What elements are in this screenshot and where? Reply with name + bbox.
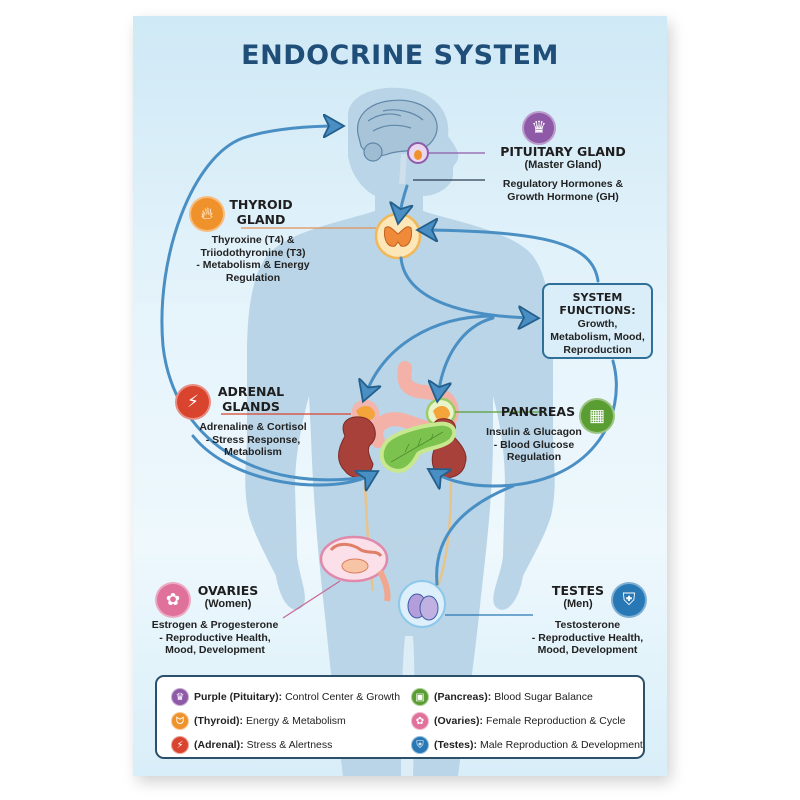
crown-icon: ♛ (171, 688, 189, 706)
thyroid-name-2: GLAND (236, 212, 286, 227)
cubes-icon: ▦ (579, 398, 615, 434)
pituitary-gland-marker (407, 142, 485, 181)
ovaries-desc-2: - Reproductive Health, (159, 631, 271, 644)
pancreas-label: PANCREAS (493, 404, 583, 419)
thyroid-desc-4: Regulation (225, 271, 281, 284)
left-kidney-adrenal (221, 399, 380, 478)
legend-key: Purple (Pituitary): (194, 691, 283, 703)
pancreas-name: PANCREAS (500, 404, 576, 419)
lightning-icon: ⚡︎ (171, 736, 189, 754)
system-functions-heading-2: FUNCTIONS: (559, 304, 636, 317)
thyroid-desc: Thyroxine (T4) & Triiodothyronine (T3) -… (183, 234, 323, 284)
legend-key: (Ovaries): (434, 715, 484, 727)
legend-key: (Thyroid): (194, 715, 243, 727)
ovaries-label: OVARIES (Women) (193, 583, 263, 611)
pancreas-desc-2: - Blood Glucose (493, 438, 575, 451)
thyroid-icon: ᗢ (171, 712, 189, 730)
legend-item-ovaries: ✿ (Ovaries): Female Reproduction & Cycle (411, 709, 643, 733)
ovaries-name: OVARIES (197, 583, 259, 598)
system-functions-desc-1: Growth, (577, 318, 618, 330)
legend-item-adrenal: ⚡︎ (Adrenal): Stress & Alertness (171, 733, 400, 757)
legend-item-pancreas: ▣ (Pancreas): Blood Sugar Balance (411, 685, 643, 709)
ovaries-marker (282, 535, 391, 619)
ovaries-desc-1: Estrogen & Progesterone (151, 619, 279, 631)
system-functions-box: SYSTEM FUNCTIONS: Growth, Metabolism, Mo… (542, 283, 653, 359)
legend-column-right: ▣ (Pancreas): Blood Sugar Balance ✿ (Ova… (411, 685, 643, 757)
system-functions-desc-3: Reproduction (563, 344, 632, 356)
testes-desc-3: Mood, Development (537, 644, 638, 656)
endocrine-poster: ENDOCRINE SYSTEM ♛ PITUITARY GLAND (Mast… (133, 16, 667, 776)
anatomy-illustration (160, 87, 618, 776)
adrenal-name-1: ADRENAL (217, 384, 285, 399)
ovaries-desc: Estrogen & Progesterone - Reproductive H… (145, 619, 285, 657)
lightning-icon: ⚡︎ (175, 384, 211, 420)
legend-text: Control Center & Growth (285, 691, 401, 703)
pituitary-desc-2: Growth Hormone (GH) (507, 190, 619, 203)
hormone-flow-arrows (160, 126, 618, 586)
flower-icon: ✿ (155, 582, 191, 618)
legend-key: (Adrenal): (194, 739, 244, 751)
testes-desc-2: - Reproductive Health, (531, 631, 644, 644)
system-functions-heading-1: SYSTEM (572, 291, 623, 304)
pituitary-label: PITUITARY GLAND (Master Gland) Regulator… (483, 144, 643, 203)
testes-name: TESTES (551, 583, 605, 598)
flower-icon: ✿ (411, 712, 429, 730)
ovaries-desc-3: Mood, Development (165, 644, 265, 656)
adrenal-desc-2: - Stress Response, (205, 433, 301, 446)
legend-key: (Pancreas): (434, 691, 492, 703)
brain (357, 99, 438, 184)
pancreas (379, 421, 457, 473)
thyroid-gland-marker (241, 212, 422, 260)
testes-label: TESTES (Men) (548, 583, 608, 611)
legend-text: Male Reproduction & Development (479, 739, 643, 751)
legend: ♛ Purple (Pituitary): Control Center & G… (155, 675, 645, 759)
thyroid-desc-2: Triiodothyronine (T3) (200, 246, 306, 259)
legend-text: Stress & Alertness (246, 739, 333, 751)
ovaries-subtitle: (Women) (204, 598, 252, 610)
flame-icon: 🔥︎ (189, 196, 225, 232)
legend-item-thyroid: ᗢ (Thyroid): Energy & Metabolism (171, 709, 400, 733)
pituitary-name: PITUITARY GLAND (500, 144, 626, 159)
pancreas-desc-3: Regulation (506, 451, 562, 463)
system-functions-desc-2: Metabolism, Mood, (550, 331, 645, 343)
testes-desc: Testosterone - Reproductive Health, Mood… (525, 619, 650, 657)
legend-text: Female Reproduction & Cycle (486, 715, 626, 727)
legend-key: (Testes): (434, 739, 477, 751)
adrenal-label: ADRENAL GLANDS (211, 384, 291, 414)
adrenal-desc: Adrenaline & Cortisol - Stress Response,… (188, 421, 318, 459)
shield-icon: ⛨ (611, 582, 647, 618)
testes-desc-1: Testosterone (554, 619, 621, 631)
testes-subtitle: (Men) (563, 598, 593, 610)
pancreas-desc-1: Insulin & Glucagon (486, 426, 582, 438)
legend-item-pituitary: ♛ Purple (Pituitary): Control Center & G… (171, 685, 400, 709)
legend-text: Blood Sugar Balance (494, 691, 593, 703)
thyroid-label: THYROID GLAND (221, 197, 301, 227)
adrenal-desc-3: Metabolism (224, 446, 282, 458)
thyroid-name-1: THYROID (229, 197, 293, 212)
pituitary-desc-1: Regulatory Hormones & (502, 178, 624, 190)
legend-text: Energy & Metabolism (246, 715, 346, 727)
cube-icon: ▣ (411, 688, 429, 706)
thyroid-desc-1: Thyroxine (T4) & (211, 234, 295, 246)
adrenal-name-2: GLANDS (222, 399, 280, 414)
shield-icon: ⛨ (411, 736, 429, 754)
crown-icon: ♛ (522, 111, 556, 145)
legend-column-left: ♛ Purple (Pituitary): Control Center & G… (171, 685, 400, 757)
pancreas-desc: Insulin & Glucagon - Blood Glucose Regul… (479, 426, 589, 464)
thyroid-desc-3: - Metabolism & Energy (196, 259, 310, 271)
legend-item-testes: ⛨ (Testes): Male Reproduction & Developm… (411, 733, 643, 757)
pituitary-subtitle: (Master Gland) (524, 159, 602, 171)
adrenal-desc-1: Adrenaline & Cortisol (199, 421, 307, 433)
page-title: ENDOCRINE SYSTEM (241, 40, 559, 71)
testes-marker (398, 580, 533, 628)
